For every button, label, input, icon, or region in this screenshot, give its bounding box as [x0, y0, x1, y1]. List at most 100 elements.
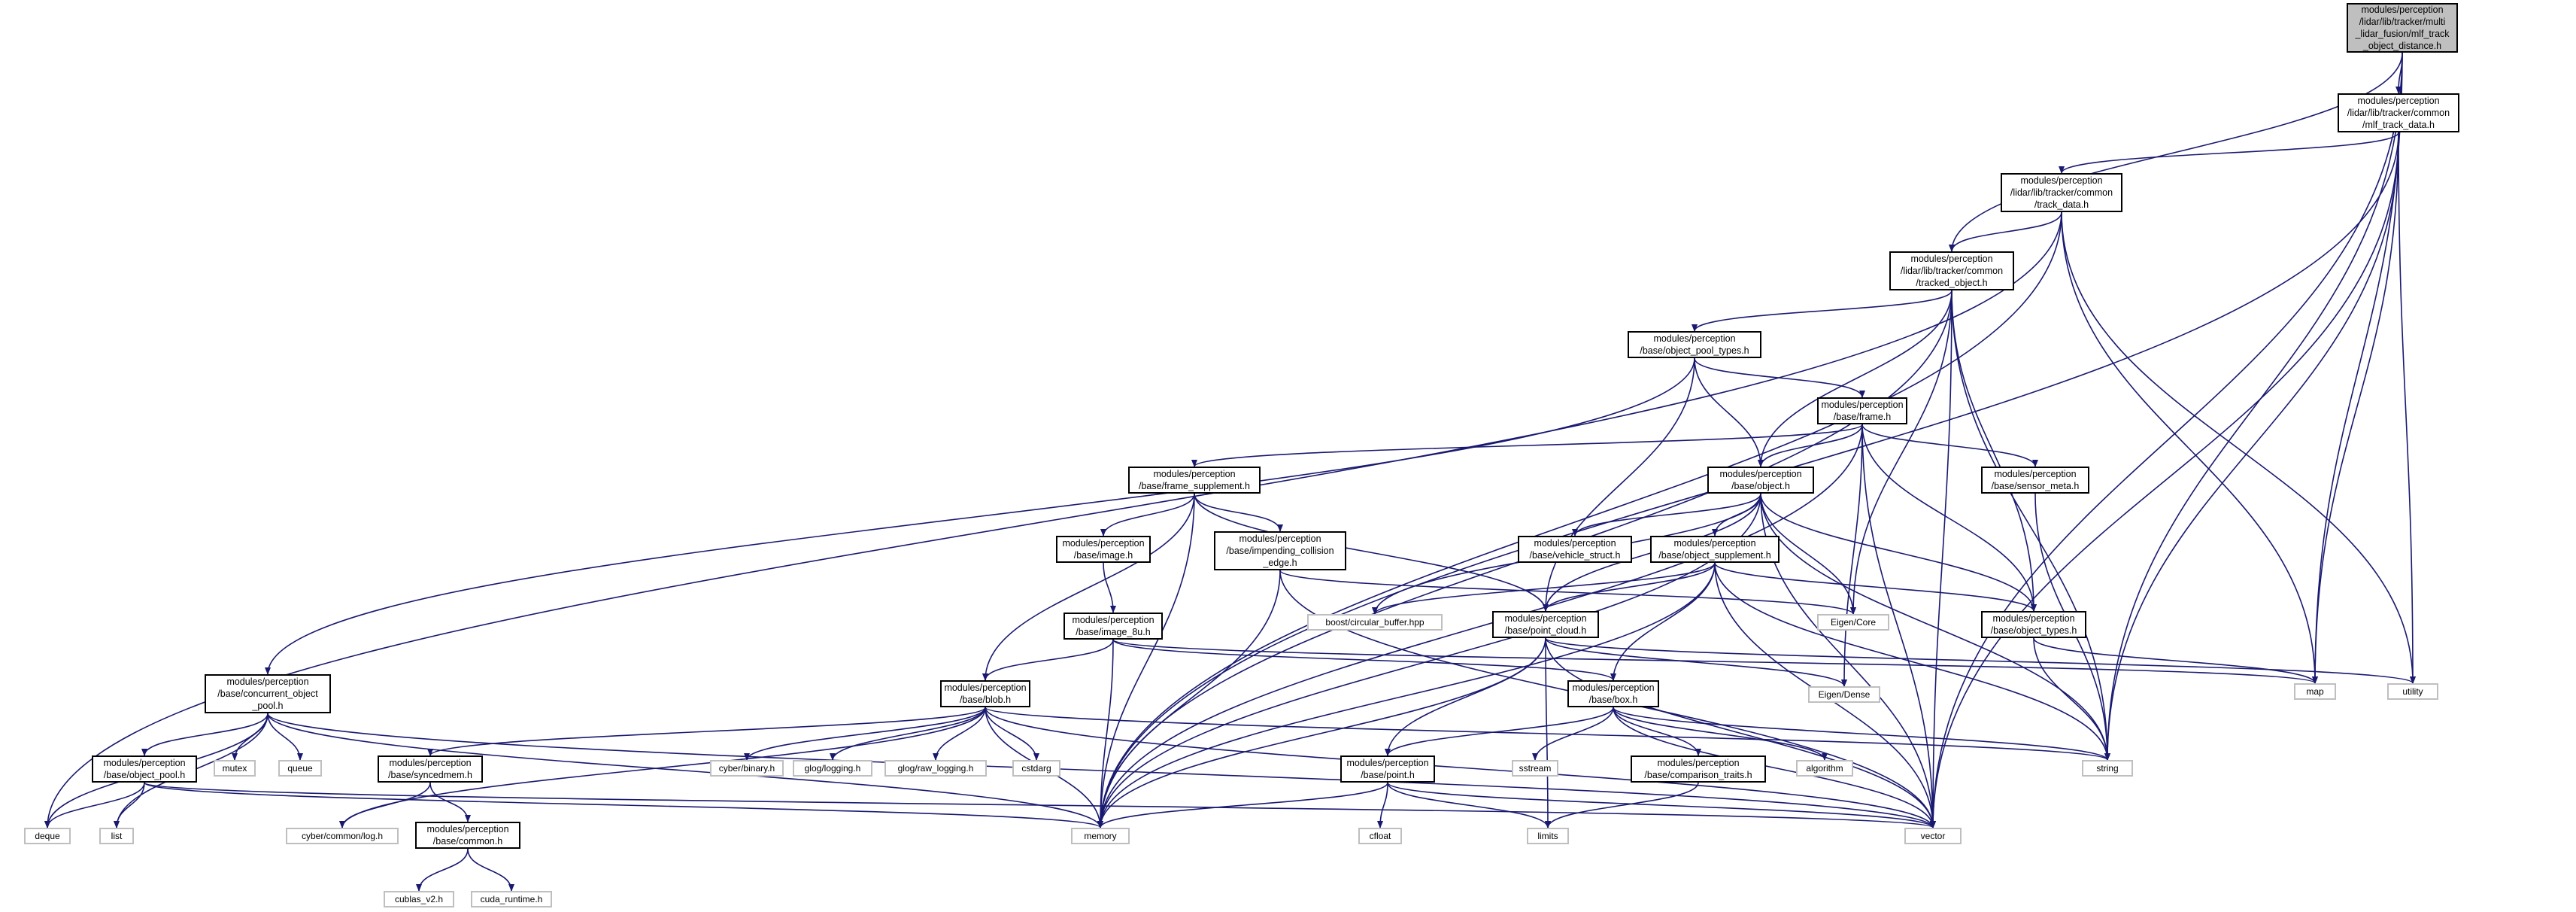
- include-edge-object-pool-types-to-frame: [1694, 357, 1865, 398]
- include-edge-mlf-track-object-distance-to-tracked-object: [1949, 52, 2403, 252]
- include-edge-blob-to-cyber-binary: [744, 707, 986, 761]
- include-edge-image-8u-to-memory: [1097, 639, 1114, 828]
- include-edge-point-cloud-to-utility: [1545, 637, 2416, 684]
- include-edge-impending-collision-edge-to-memory: [1097, 570, 1281, 828]
- include-edge-point-to-limits: [1387, 782, 1551, 828]
- include-edge-comparison-traits-to-limits: [1545, 782, 1699, 828]
- header-node-point[interactable]: modules/perception /base/point.h: [1340, 755, 1435, 783]
- header-node-object[interactable]: modules/perception /base/object.h: [1707, 467, 1814, 494]
- external-header-queue: queue: [278, 760, 322, 777]
- header-node-tracked-object[interactable]: modules/perception /lidar/lib/tracker/co…: [1889, 251, 2014, 290]
- header-node-blob[interactable]: modules/perception /base/blob.h: [940, 680, 1030, 707]
- include-edge-mlf-track-object-distance-to-vector: [1930, 52, 2403, 828]
- external-header-boost-circular-buffer: boost/circular_buffer.hpp: [1307, 614, 1443, 631]
- include-edge-point-cloud-to-vector: [1545, 637, 1936, 828]
- header-node-vehicle-struct[interactable]: modules/perception /base/vehicle_struct.…: [1518, 536, 1632, 563]
- include-edge-object-supplement-to-point-cloud: [1543, 562, 1716, 612]
- include-edge-tracked-object-to-eigen-core: [1850, 290, 1952, 615]
- external-header-vector: vector: [1904, 828, 1962, 844]
- include-edge-point-cloud-to-limits: [1544, 637, 1551, 828]
- include-edge-track-data-to-deque: [44, 211, 2062, 828]
- external-header-map: map: [2294, 683, 2336, 700]
- header-node-concurrent-object-pool[interactable]: modules/perception /base/concurrent_obje…: [205, 674, 331, 713]
- header-node-box[interactable]: modules/perception /base/box.h: [1567, 680, 1659, 707]
- header-node-common[interactable]: modules/perception /base/common.h: [415, 822, 520, 849]
- external-header-limits: limits: [1527, 828, 1569, 844]
- include-edge-object-pool-to-list: [114, 782, 145, 828]
- header-node-syncedmem[interactable]: modules/perception /base/syncedmem.h: [378, 755, 483, 783]
- external-header-eigen-dense: Eigen/Dense: [1808, 686, 1880, 703]
- include-edge-track-data-to-memory: [1097, 211, 2062, 828]
- include-edge-mlf-track-object-distance-to-string: [2104, 52, 2403, 761]
- header-node-comparison-traits[interactable]: modules/perception /base/comparison_trai…: [1631, 755, 1766, 783]
- include-edge-common-to-cublas-v2: [416, 848, 469, 892]
- include-edge-mlf-track-data-to-vector: [1930, 132, 2399, 828]
- header-node-object-supplement[interactable]: modules/perception /base/object_suppleme…: [1650, 536, 1780, 563]
- include-edge-concurrent-object-pool-to-memory: [267, 713, 1103, 828]
- include-edge-point-to-vector: [1387, 782, 1936, 828]
- include-edge-frame-supplement-to-impending-collision-edge: [1194, 493, 1283, 532]
- include-edge-tracked-object-to-string: [1951, 290, 2110, 761]
- include-edge-blob-to-syncedmem: [427, 707, 986, 756]
- include-edge-frame-to-memory: [1097, 424, 1863, 828]
- header-node-impending-collision-edge[interactable]: modules/perception /base/impending_colli…: [1214, 531, 1346, 570]
- include-edge-box-to-vector: [1613, 707, 1936, 828]
- include-edge-syncedmem-to-common: [429, 782, 471, 822]
- include-edge-frame-supplement-to-blob: [982, 493, 1195, 681]
- external-header-cyber-common-log: cyber/common/log.h: [286, 828, 399, 844]
- include-edge-object-to-vehicle-struct: [1572, 493, 1761, 537]
- header-node-object-types[interactable]: modules/perception /base/object_types.h: [1981, 611, 2086, 638]
- include-edge-box-to-comparison-traits: [1613, 707, 1701, 756]
- include-edge-syncedmem-to-cyber-common-log: [339, 782, 431, 828]
- external-header-list: list: [99, 828, 134, 844]
- external-header-algorithm: algorithm: [1796, 760, 1853, 777]
- header-node-frame-supplement[interactable]: modules/perception /base/frame_supplemen…: [1128, 467, 1261, 494]
- include-edge-object-to-eigen-core: [1760, 493, 1856, 615]
- include-edge-mlf-track-data-to-utility: [2398, 132, 2416, 684]
- external-header-cfloat: cfloat: [1358, 828, 1402, 844]
- external-header-utility: utility: [2387, 683, 2438, 700]
- header-node-mlf-track-data[interactable]: modules/perception /lidar/lib/tracker/co…: [2338, 93, 2459, 132]
- include-edge-object-pool-types-to-concurrent-object-pool: [265, 357, 1695, 675]
- header-node-sensor-meta[interactable]: modules/perception /base/sensor_meta.h: [1981, 467, 2089, 494]
- include-edge-point-to-cfloat: [1377, 782, 1388, 828]
- header-node-object-pool[interactable]: modules/perception /base/object_pool.h: [92, 755, 197, 783]
- include-edge-tracked-object-to-vector: [1930, 290, 1952, 828]
- include-edge-track-data-to-tracked-object: [1949, 211, 2062, 252]
- external-header-sstream: sstream: [1512, 760, 1558, 777]
- include-edge-frame-to-vector: [1861, 424, 1936, 828]
- include-edge-object-pool-types-to-point-cloud: [1543, 357, 1695, 612]
- external-header-cublas-v2: cublas_v2.h: [384, 891, 454, 907]
- include-edge-box-to-sstream: [1532, 707, 1614, 761]
- header-node-image-8u[interactable]: modules/perception /base/image_8u.h: [1063, 613, 1163, 640]
- include-edge-concurrent-object-pool-to-queue: [267, 713, 303, 761]
- external-header-memory: memory: [1071, 828, 1130, 844]
- header-node-mlf-track-object-distance[interactable]: modules/perception /lidar/lib/tracker/mu…: [2347, 3, 2458, 53]
- include-edge-image-8u-to-map: [1112, 639, 2318, 684]
- include-edge-mlf-track-data-to-track-data: [2059, 132, 2399, 174]
- include-edge-frame-to-eigen-dense: [1841, 424, 1863, 687]
- include-edge-blob-to-string: [985, 707, 2110, 761]
- external-header-cstdarg: cstdarg: [1012, 760, 1060, 777]
- header-node-point-cloud[interactable]: modules/perception /base/point_cloud.h: [1492, 611, 1599, 638]
- external-header-eigen-core: Eigen/Core: [1817, 614, 1889, 631]
- include-edge-blob-to-cstdarg: [985, 707, 1039, 761]
- include-edge-impending-collision-edge-to-eigen-core: [1279, 570, 1856, 615]
- external-header-string: string: [2082, 760, 2133, 777]
- header-node-frame[interactable]: modules/perception /base/frame.h: [1817, 397, 1907, 424]
- include-edge-frame-supplement-to-image: [1100, 493, 1195, 537]
- include-edge-object-supplement-to-memory: [1097, 562, 1716, 828]
- external-header-cuda-runtime: cuda_runtime.h: [471, 891, 552, 907]
- include-edge-object-pool-to-deque: [44, 782, 145, 828]
- include-edge-frame-to-object: [1758, 424, 1863, 467]
- header-node-object-pool-types[interactable]: modules/perception /base/object_pool_typ…: [1628, 331, 1761, 358]
- include-edge-image-8u-to-blob: [982, 639, 1114, 681]
- include-edge-mlf-track-data-to-map: [2312, 132, 2399, 684]
- external-header-cyber-binary: cyber/binary.h: [710, 760, 784, 777]
- include-edge-image-8u-to-box: [1112, 639, 1616, 681]
- include-edge-object-supplement-to-boost-circular-buffer: [1372, 562, 1716, 615]
- external-header-mutex: mutex: [214, 760, 256, 777]
- header-node-track-data[interactable]: modules/perception /lidar/lib/tracker/co…: [2001, 173, 2122, 212]
- header-node-image[interactable]: modules/perception /base/image.h: [1056, 536, 1151, 563]
